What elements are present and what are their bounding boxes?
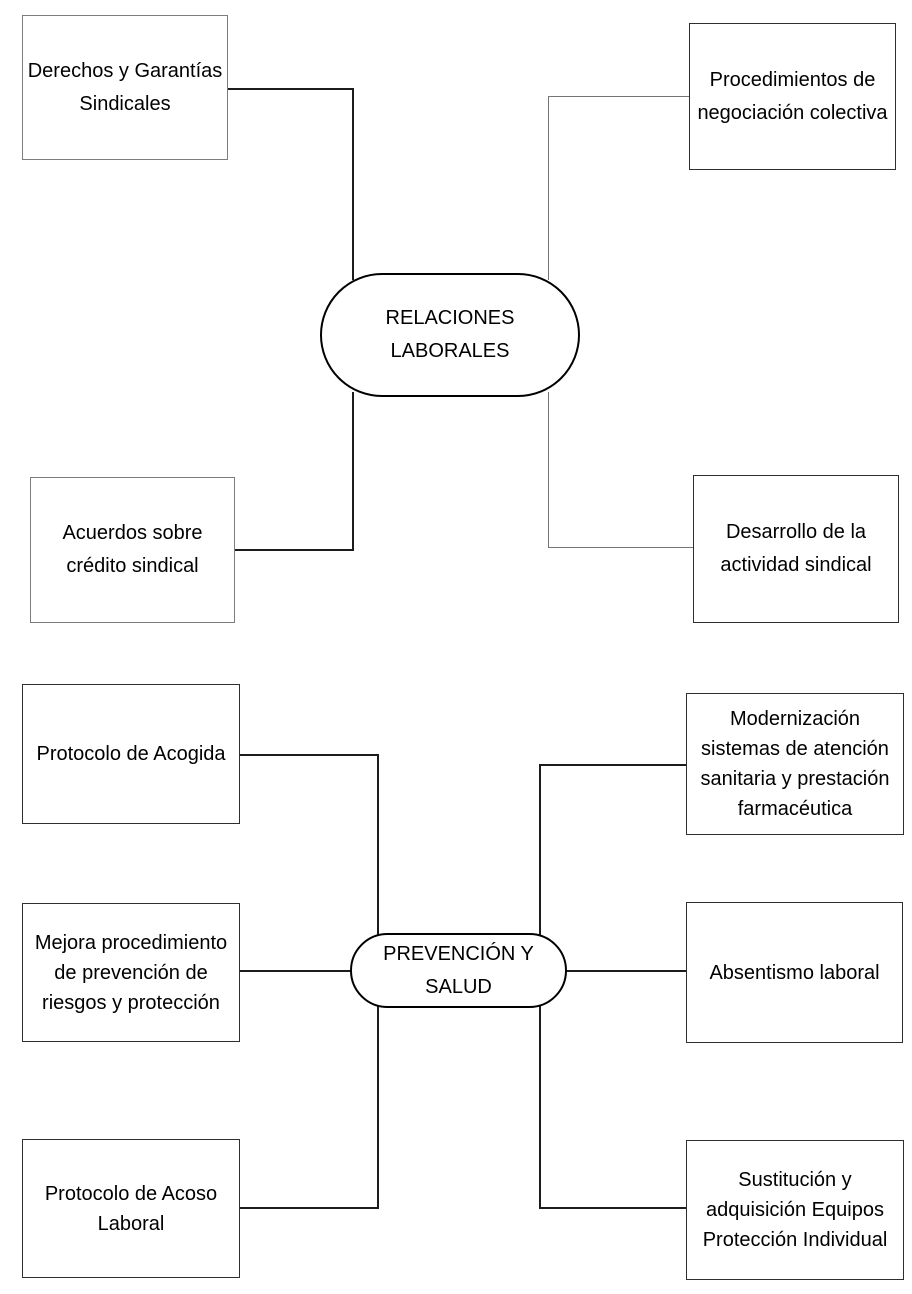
node-label: Acuerdos sobre crédito sindical [62, 522, 203, 577]
connector-mejora-horizontal [240, 970, 353, 972]
connector-modernizacion-vertical [539, 764, 541, 938]
connector-sustitucion-horizontal [540, 1207, 686, 1209]
connector-desarrollo-vertical [548, 392, 549, 548]
node-protocolo-acoso-laboral: Protocolo de Acoso Laboral [22, 1139, 240, 1278]
connector-modernizacion-horizontal [540, 764, 686, 766]
connector-absentismo-horizontal [565, 970, 686, 972]
connector-derechos-horizontal [228, 88, 354, 90]
hub-label: RELACIONES LABORALES [385, 307, 515, 362]
connector-acoso-horizontal [240, 1207, 379, 1209]
node-sustitucion-epi: Sustitución y adquisición Equipos Protec… [686, 1140, 904, 1280]
connector-acogida-horizontal [240, 754, 379, 756]
node-mejora-prevencion-riesgos: Mejora procedimiento de prevención de ri… [22, 903, 240, 1042]
connector-sustitucion-vertical [539, 1005, 541, 1209]
connector-acoso-vertical [377, 1005, 379, 1209]
hub-prevencion-y-salud: PREVENCIÓN Y SALUD [350, 933, 567, 1008]
node-label: Desarrollo de la actividad sindical [720, 521, 872, 576]
connector-acuerdos-vertical [352, 392, 354, 551]
node-absentismo-laboral: Absentismo laboral [686, 902, 903, 1043]
node-derechos-garantias-sindicales: Derechos y Garantías Sindicales [22, 15, 228, 160]
connector-derechos-vertical [352, 88, 354, 280]
node-label: Procedimientos de negociación colectiva [697, 68, 888, 124]
node-desarrollo-actividad-sindical: Desarrollo de la actividad sindical [693, 475, 899, 623]
node-acuerdos-credito-sindical: Acuerdos sobre crédito sindical [30, 477, 235, 623]
node-label: Protocolo de Acoso Laboral [44, 1182, 218, 1235]
node-label: Protocolo de Acogida [36, 743, 226, 765]
connector-acogida-vertical [377, 754, 379, 938]
node-modernizacion-sanitaria: Modernización sistemas de atención sanit… [686, 693, 904, 835]
node-procedimientos-negociacion-colectiva: Procedimientos de negociación colectiva [689, 23, 896, 170]
node-label: Modernización sistemas de atención sanit… [700, 708, 890, 820]
node-protocolo-acogida: Protocolo de Acogida [22, 684, 240, 824]
connector-procedimientos-horizontal [549, 96, 689, 97]
connector-acuerdos-horizontal [235, 549, 354, 551]
node-label: Absentismo laboral [709, 961, 880, 984]
connector-procedimientos-vertical [548, 96, 549, 280]
hub-label: PREVENCIÓN Y SALUD [383, 942, 534, 998]
connector-desarrollo-horizontal [549, 547, 693, 548]
hub-relaciones-laborales: RELACIONES LABORALES [320, 273, 580, 397]
node-label: Sustitución y adquisición Equipos Protec… [702, 1169, 888, 1251]
node-label: Mejora procedimiento de prevención de ri… [34, 931, 228, 1014]
node-label: Derechos y Garantías Sindicales [27, 59, 223, 115]
